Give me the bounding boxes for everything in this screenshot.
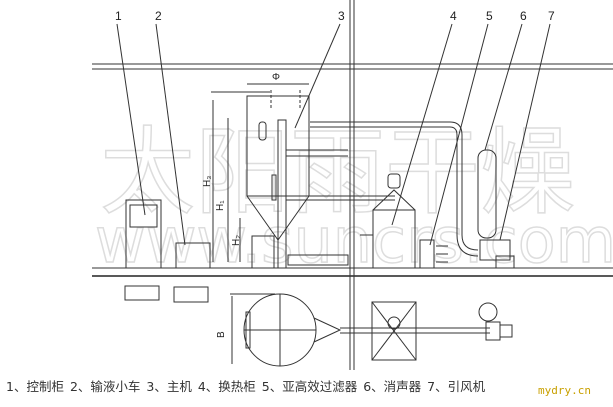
control-cabinet <box>125 199 162 269</box>
exhaust-duct <box>449 121 479 257</box>
callout-6: 6 <box>520 9 527 23</box>
sub-high-efficiency-filter <box>419 239 448 269</box>
callout-7: 7 <box>548 9 555 23</box>
dim-h3: H₃ <box>202 176 213 187</box>
dimension-annotations: Φ H₃ H₁ H₂ B <box>202 72 309 364</box>
dim-b: B <box>216 331 227 338</box>
caption-item: 5、亚高效过滤器 <box>261 379 358 394</box>
silencer <box>477 149 497 239</box>
dim-diameter: Φ <box>272 72 280 83</box>
callout-4: 4 <box>450 9 457 23</box>
callout-2: 2 <box>155 9 162 23</box>
callouts: 1 2 3 4 5 6 7 <box>115 9 555 246</box>
caption-item: 3、主机 <box>146 379 192 394</box>
floor-pads <box>124 285 209 303</box>
plan-view <box>243 293 513 367</box>
heat-exchange-cabinet <box>360 173 416 269</box>
callout-3: 3 <box>338 9 345 23</box>
legend-caption: 1、控制柜 2、输液小车 3、主机 4、换热柜 5、亚高效过滤器 6、消声器 7… <box>6 376 487 395</box>
induced-draft-fan <box>479 239 515 269</box>
main-dryer-unit <box>246 90 450 269</box>
ceiling-line <box>92 63 613 70</box>
callout-1: 1 <box>115 9 122 23</box>
dim-h2: H₂ <box>231 235 242 246</box>
caption-item: 4、换热柜 <box>197 379 256 394</box>
liquid-cart <box>175 242 211 269</box>
wall-line <box>349 0 355 370</box>
caption-item: 7、引风机 <box>427 379 486 394</box>
caption-item: 2、输液小车 <box>69 379 141 394</box>
site-mark: mydry.cn <box>538 384 591 397</box>
dim-h1: H₁ <box>215 200 226 211</box>
caption-item: 1、控制柜 <box>6 379 64 394</box>
caption-item: 6、消声器 <box>363 379 422 394</box>
callout-5: 5 <box>486 9 493 23</box>
